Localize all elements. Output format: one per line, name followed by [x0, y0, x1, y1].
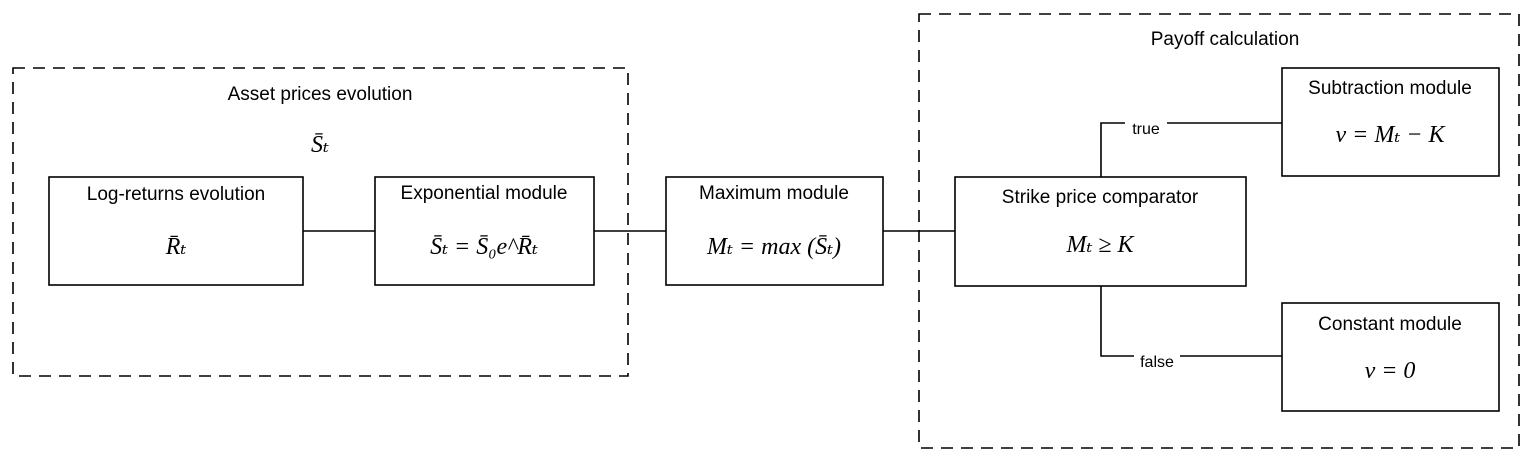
- node-title: Log-returns evolution: [87, 184, 266, 205]
- group-title: Payoff calculation: [1151, 29, 1300, 50]
- node-formula: S̄ₜ = S̄₀e^R̄ₜ: [430, 234, 538, 260]
- node-title: Maximum module: [699, 183, 849, 204]
- node-formula: R̄ₜ: [165, 234, 187, 260]
- node-title: Strike price comparator: [1002, 187, 1199, 208]
- edge-comparator-to-constant: [1100, 286, 1282, 357]
- edge-label-false: false: [1140, 354, 1174, 371]
- group-asset-prices-evolution: Asset prices evolution S̄ₜ: [12, 67, 629, 377]
- group-title: Asset prices evolution: [228, 84, 413, 105]
- edges: true false: [303, 118, 1282, 371]
- group-subtitle: S̄ₜ: [311, 132, 329, 158]
- node-box: [374, 176, 595, 286]
- edge-label-bg: [1125, 118, 1167, 138]
- node-title: Subtraction module: [1308, 78, 1472, 99]
- node-formula: Mₜ = max (S̄ₜ): [706, 234, 841, 260]
- group-border: [12, 67, 629, 377]
- node-formula: v = Mₜ − K: [1336, 122, 1447, 148]
- node-formula: Mₜ ≥ K: [1065, 232, 1135, 258]
- edge-label-bg: [1134, 350, 1180, 370]
- node-subtraction-module: Subtraction module v = Mₜ − K: [1281, 67, 1500, 177]
- node-strike-price-comparator: Strike price comparator Mₜ ≥ K: [954, 176, 1247, 287]
- node-box: [954, 176, 1247, 287]
- node-box: [1281, 67, 1500, 177]
- node-maximum-module: Maximum module Mₜ = max (S̄ₜ): [665, 176, 884, 286]
- node-constant-module: Constant module v = 0: [1281, 302, 1500, 412]
- node-box: [665, 176, 884, 286]
- node-exponential-module: Exponential module S̄ₜ = S̄₀e^R̄ₜ: [374, 176, 595, 286]
- edge-label-true: true: [1132, 121, 1160, 138]
- node-box: [48, 176, 304, 286]
- node-formula: v = 0: [1365, 358, 1416, 384]
- node-title: Exponential module: [401, 183, 568, 204]
- node-log-returns-evolution: Log-returns evolution R̄ₜ: [48, 176, 304, 286]
- node-box: [1281, 302, 1500, 412]
- edge-comparator-to-subtraction: [1100, 122, 1282, 177]
- node-title: Constant module: [1318, 314, 1462, 335]
